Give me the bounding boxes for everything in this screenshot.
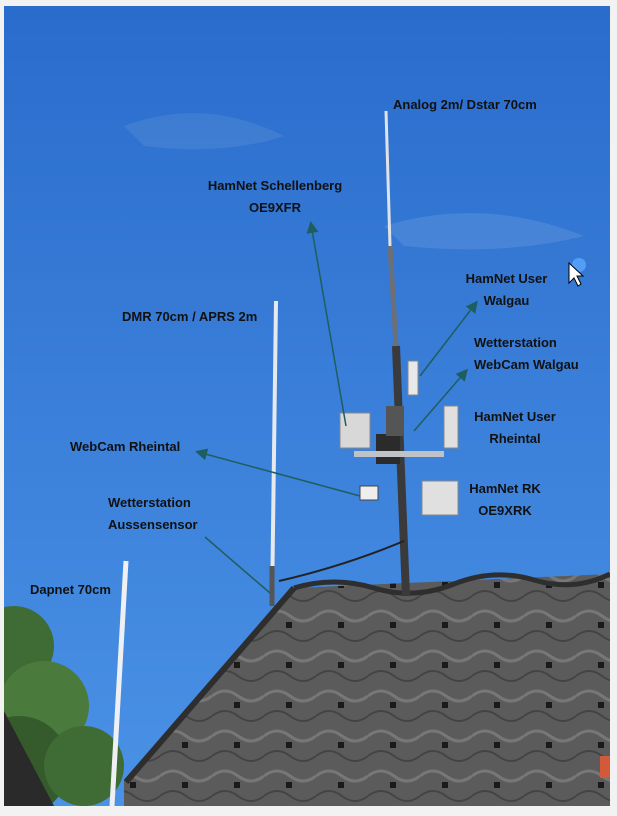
label-hamnet-schellenberg: HamNet Schellenberg OE9XFR <box>200 175 350 219</box>
annotation-arrows <box>195 221 478 594</box>
label-line: HamNet Schellenberg <box>207 178 343 193</box>
label-line: HamNet RK <box>469 481 541 496</box>
label-line: Wetterstation <box>108 495 191 510</box>
left-roof-edge <box>4 711 54 806</box>
dapnet-antenna <box>109 560 129 806</box>
label-wetter-webcam-walgau: Wetterstation WebCam Walgau <box>474 332 579 376</box>
label-hamnet-rk: HamNet RK OE9XRK <box>464 478 546 522</box>
label-line: OE9XFR <box>248 200 301 215</box>
roof <box>124 574 610 806</box>
label-hamnet-user-rheintal: HamNet User Rheintal <box>462 406 568 450</box>
mouse-cursor-icon <box>568 258 586 287</box>
label-line: OE9XRK <box>478 503 532 518</box>
label-line: WebCam Walgau <box>474 357 579 372</box>
label-dapnet: Dapnet 70cm <box>30 582 111 597</box>
label-webcam-rheintal: WebCam Rheintal <box>70 439 181 454</box>
label-line: Walgau <box>483 293 530 308</box>
label-line: Aussensensor <box>108 517 198 532</box>
dmr-antenna <box>269 300 278 607</box>
photo-frame: Analog 2m/ Dstar 70cm HamNet Schellenber… <box>4 6 610 806</box>
label-analog: Analog 2m/ Dstar 70cm <box>393 97 537 112</box>
label-wetter-aussensensor: Wetterstation Aussensensor <box>108 492 198 536</box>
main-mast <box>278 110 459 597</box>
tree-foliage <box>4 606 124 806</box>
label-hamnet-user-walgau: HamNet User Walgau <box>459 268 554 312</box>
label-line: Wetterstation <box>474 335 557 350</box>
label-line: HamNet User <box>465 271 548 286</box>
label-line: Rheintal <box>489 431 541 446</box>
antenna-scene <box>4 6 610 806</box>
label-dmr: DMR 70cm / APRS 2m <box>122 309 258 324</box>
label-line: HamNet User <box>474 409 556 424</box>
